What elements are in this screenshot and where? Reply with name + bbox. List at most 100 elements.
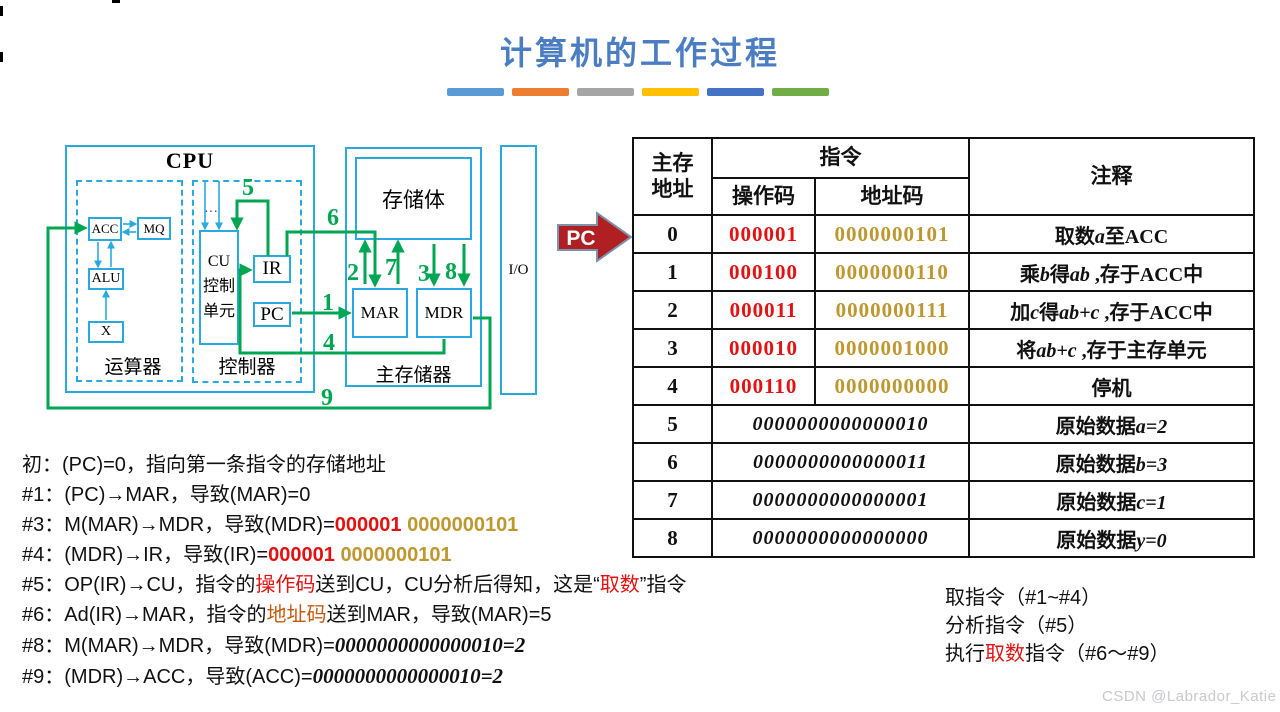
title-underline-bars	[447, 88, 829, 96]
cell-opcode: 000011	[711, 290, 816, 330]
memory-bank-box: 存储体	[355, 157, 472, 240]
arrow-label-4: 4	[323, 330, 335, 356]
step-line: #4：(MDR)→IR，导致(IR)=000001 0000000101	[22, 544, 452, 566]
mar-label: MAR	[360, 303, 400, 322]
col-header-address: 主存地址	[632, 137, 713, 216]
cell-comment: 取数a至ACC	[968, 214, 1255, 254]
title-bar	[707, 88, 764, 96]
cell-address-code: 0000000000	[814, 366, 970, 406]
cell-address: 1	[632, 252, 713, 292]
execution-steps: 初：(PC)=0，指向第一条指令的存储地址 #1：(PC)→MAR，导致(MAR)…	[22, 450, 686, 692]
cell-data-word: 0000000000000000	[711, 518, 970, 558]
summary-line: 取指令（#1~#4）	[945, 587, 1102, 609]
pc-label: PC	[260, 303, 284, 325]
cell-address: 3	[632, 328, 713, 368]
step-line: #8：M(MAR)→MDR，导致(MDR)=0000000000000010=2	[22, 633, 526, 657]
cell-address-code: 0000000111	[814, 290, 970, 330]
control-lines-dots: ···	[204, 205, 218, 220]
phase-summary: 取指令（#1~#4） 分析指令（#5） 执行取数指令（#6～#9）	[945, 584, 1170, 668]
cell-address: 6	[632, 442, 713, 482]
cell-data-word: 0000000000000001	[711, 480, 970, 520]
cell-opcode: 000110	[711, 366, 816, 406]
x-label: X	[100, 324, 112, 339]
cell-address: 4	[632, 366, 713, 406]
ir-label: IR	[262, 258, 282, 279]
cell-comment: 将ab+c ,存于主存单元	[968, 328, 1255, 368]
pc-pointer-label: PC	[566, 227, 595, 250]
acc-register-box: ACC	[88, 217, 122, 241]
page-title: 计算机的工作过程	[0, 28, 1280, 74]
cell-data-word: 0000000000000010	[711, 404, 970, 444]
cell-address: 8	[632, 518, 713, 558]
cell-address: 0	[632, 214, 713, 254]
cpu-label: CPU	[165, 148, 215, 173]
step-line: #5：OP(IR)→CU，指令的操作码送到CU，CU分析后得知，这是“取数”指令	[22, 574, 687, 596]
cell-comment: 原始数据b=3	[968, 442, 1255, 482]
step-line: #6：Ad(IR)→MAR，指令的地址码送到MAR，导致(MAR)=5	[22, 604, 552, 626]
col-header-opcode: 操作码	[711, 177, 816, 216]
cu-label-line3: 单元	[202, 302, 235, 320]
cell-data-word: 0000000000000011	[711, 442, 970, 482]
ir-register-box: IR	[253, 255, 291, 283]
x-register-box: X	[88, 321, 124, 343]
cell-address: 5	[632, 404, 713, 444]
cell-comment: 原始数据c=1	[968, 480, 1255, 520]
title-bar	[447, 88, 504, 96]
cell-comment: 原始数据y=0	[968, 518, 1255, 558]
mq-register-box: MQ	[137, 217, 171, 240]
io-label: I/O	[508, 261, 529, 278]
step-line: #3：M(MAR)→MDR，导致(MDR)=000001 0000000101	[22, 514, 519, 536]
cell-address-code: 0000000101	[814, 214, 970, 254]
arrow-label-1: 1	[322, 290, 334, 316]
edge-artifact	[112, 0, 120, 3]
cu-label-line2: 控制	[202, 278, 235, 296]
title-bar	[642, 88, 699, 96]
acc-label: ACC	[91, 221, 119, 236]
col-header-addrcode: 地址码	[814, 177, 970, 216]
cell-comment: 加c得ab+c ,存于ACC中	[968, 290, 1255, 330]
mdr-register-box: MDR	[416, 288, 472, 338]
arithmetic-unit-label: 运算器	[104, 357, 162, 378]
cell-address: 2	[632, 290, 713, 330]
watermark: CSDN @Labrador_Katie	[1102, 688, 1277, 705]
controller-label: 控制器	[218, 357, 276, 378]
cu-control-unit-box: CU 控制 单元	[199, 230, 239, 345]
step-line: #9：(MDR)→ACC，导致(ACC)=0000000000000010=2	[22, 664, 504, 688]
edge-artifact	[0, 52, 3, 62]
cell-opcode: 000100	[711, 252, 816, 292]
summary-line: 分析指令（#5）	[945, 615, 1088, 637]
mdr-label: MDR	[424, 303, 464, 322]
title-bar	[577, 88, 634, 96]
cell-address: 7	[632, 480, 713, 520]
cell-address-code: 0000000110	[814, 252, 970, 292]
step-line: #1：(PC)→MAR，导致(MAR)=0	[22, 484, 311, 506]
summary-line: 执行取数指令（#6～#9）	[945, 643, 1170, 665]
mq-label: MQ	[143, 220, 165, 236]
mar-register-box: MAR	[352, 288, 408, 338]
alu-box: ALU	[88, 268, 124, 290]
alu-label: ALU	[91, 271, 121, 286]
col-header-instruction: 指令	[711, 137, 970, 179]
cell-comment: 原始数据a=2	[968, 404, 1255, 444]
col-header-comment: 注释	[968, 137, 1255, 216]
cell-opcode: 000010	[711, 328, 816, 368]
title-bar	[512, 88, 569, 96]
step-line: 初：(PC)=0，指向第一条指令的存储地址	[22, 454, 386, 476]
arrow-label-6: 6	[327, 205, 339, 231]
page-title-text: 计算机的工作过程	[499, 35, 780, 71]
pc-register-box: PC	[253, 302, 291, 327]
cell-comment: 乘b得ab ,存于ACC中	[968, 252, 1255, 292]
cell-address-code: 0000001000	[814, 328, 970, 368]
title-bar	[772, 88, 829, 96]
